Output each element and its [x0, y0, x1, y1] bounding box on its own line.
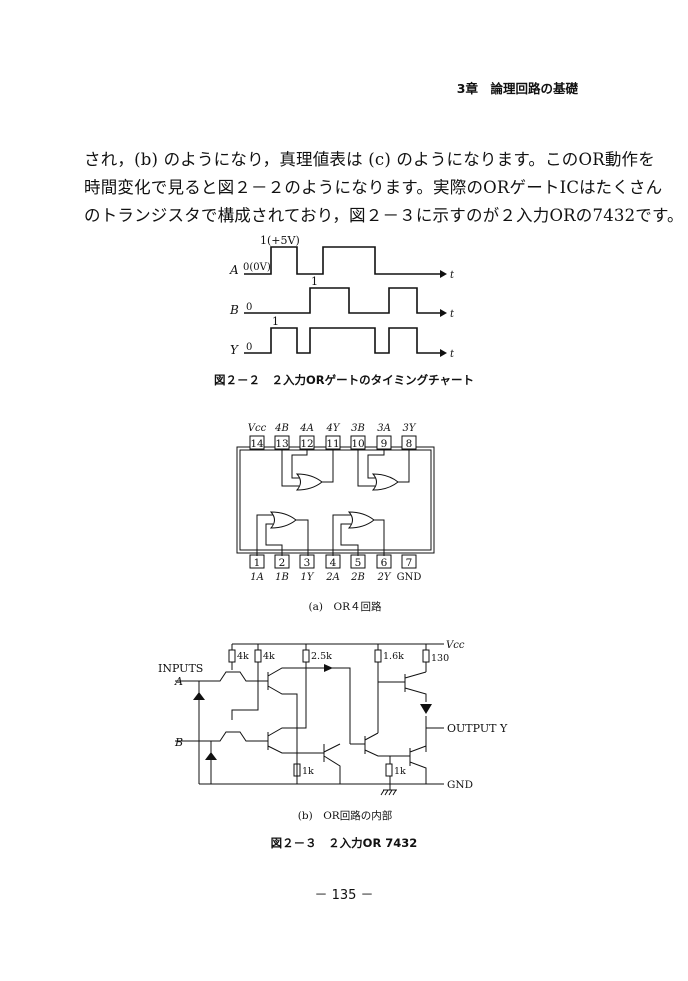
pin-label: 3Y — [403, 423, 417, 434]
resistor-label: 1.6k — [383, 651, 404, 662]
signal-a-label: A — [229, 263, 239, 277]
resistor-label: 1k — [394, 766, 406, 777]
pin-number: 3 — [304, 557, 311, 569]
body-line-1: され，(b) のようになり，真理値表は (c) のようになります。このOR動作を — [84, 150, 655, 169]
pin-label: 4Y — [326, 423, 341, 434]
b-low-label: 0 — [246, 302, 252, 313]
timing-chart: 1(+5V) A 0(0V) t 1 B 0 t 1 Y 0 t — [229, 234, 455, 360]
arrow-icon — [440, 309, 447, 317]
pin-number: 4 — [330, 557, 337, 569]
output-label: OUTPUT Y — [447, 722, 508, 735]
pin-label: Vcc — [248, 423, 267, 434]
pin-number: 6 — [381, 557, 388, 569]
pin-number: 1 — [254, 557, 261, 569]
pin-number: 8 — [406, 438, 413, 450]
ic-pinout: 14 Vcc 13 4B 12 4A 11 4Y 10 3B 9 3A 8 3Y 1 1A 2 1B 3 1Y 4 2A… — [236, 423, 435, 583]
vcc-label: Vcc — [446, 640, 465, 651]
resistor-label: 4k — [263, 651, 275, 662]
resistors — [175, 644, 444, 784]
waveform-b — [244, 287, 440, 314]
pin-number: 11 — [326, 438, 339, 450]
signal-b-label: B — [229, 303, 239, 317]
diode-icon — [193, 664, 432, 760]
or-internal-circuit: Vcc GND INPUTS A B OUTPUT Y 4k 4k — [158, 640, 508, 796]
y-high-label: 1 — [272, 315, 279, 328]
chapter-header: 3章 論理回路の基礎 — [456, 81, 578, 96]
subfigure-a-caption: (a) OR４回路 — [309, 600, 382, 613]
input-b-label: B — [174, 736, 183, 749]
pin-label: GND — [397, 572, 422, 583]
ground-icon — [380, 784, 397, 796]
page-number: － 135 － — [314, 888, 374, 903]
body-line-2: 時間変化で見ると図２－２のようになります。実際のORゲートICはたくさん — [84, 178, 663, 197]
figure-2-3-caption: 図２－３ ２入力OR 7432 — [270, 836, 418, 850]
or-gate — [256, 449, 410, 556]
gnd-label: GND — [447, 779, 473, 791]
body-line-3: のトランジスタで構成されており，図２－３に示すのが２入力ORの7432です。 — [84, 206, 684, 225]
pin-label: 2A — [325, 572, 340, 583]
pin-label: 3B — [351, 423, 365, 434]
pin-label: 3A — [377, 423, 391, 434]
waveform-a — [244, 246, 440, 275]
resistor-label: 4k — [237, 651, 249, 662]
pin-number: 14 — [250, 438, 264, 450]
pin-number: 10 — [351, 438, 364, 450]
pin-number: 7 — [406, 557, 413, 569]
time-label: t — [450, 349, 455, 360]
pin-label: 1A — [250, 572, 264, 583]
arrow-icon — [440, 349, 447, 357]
time-label: t — [450, 270, 455, 281]
a-low-label: 0(0V) — [243, 262, 271, 273]
ic-pin — [299, 554, 315, 569]
pin-label: 1Y — [301, 572, 315, 583]
subfigure-b-caption: (b) OR回路の内部 — [298, 809, 392, 822]
ic-pin — [249, 435, 265, 450]
waveform-y — [244, 327, 440, 354]
pin-number: 12 — [300, 438, 313, 450]
resistor-label: 2.5k — [311, 651, 332, 662]
pin-number: 9 — [381, 438, 388, 450]
time-label: t — [450, 309, 455, 320]
pin-label: 4B — [274, 423, 289, 434]
pin-label: 2B — [350, 572, 365, 583]
pin-label: 4A — [299, 423, 314, 434]
pin-label: 1B — [275, 572, 289, 583]
a-high-label: 1(+5V) — [260, 234, 300, 247]
pin-number: 2 — [279, 557, 286, 569]
resistor-label: 130 — [431, 653, 449, 664]
b-high-label: 1 — [311, 275, 318, 288]
y-low-label: 0 — [246, 342, 252, 353]
arrow-icon — [440, 270, 447, 278]
figure-2-2-caption: 図２－２ ２入力ORゲートのタイミングチャート — [213, 373, 474, 387]
pin-number: 13 — [275, 438, 288, 450]
ic-pin — [401, 554, 417, 569]
inputs-label: INPUTS — [158, 662, 203, 675]
pin-number: 5 — [355, 557, 362, 569]
resistor-label: 1k — [302, 766, 314, 777]
pin-label: 2Y — [377, 572, 392, 583]
signal-y-label: Y — [230, 343, 239, 357]
